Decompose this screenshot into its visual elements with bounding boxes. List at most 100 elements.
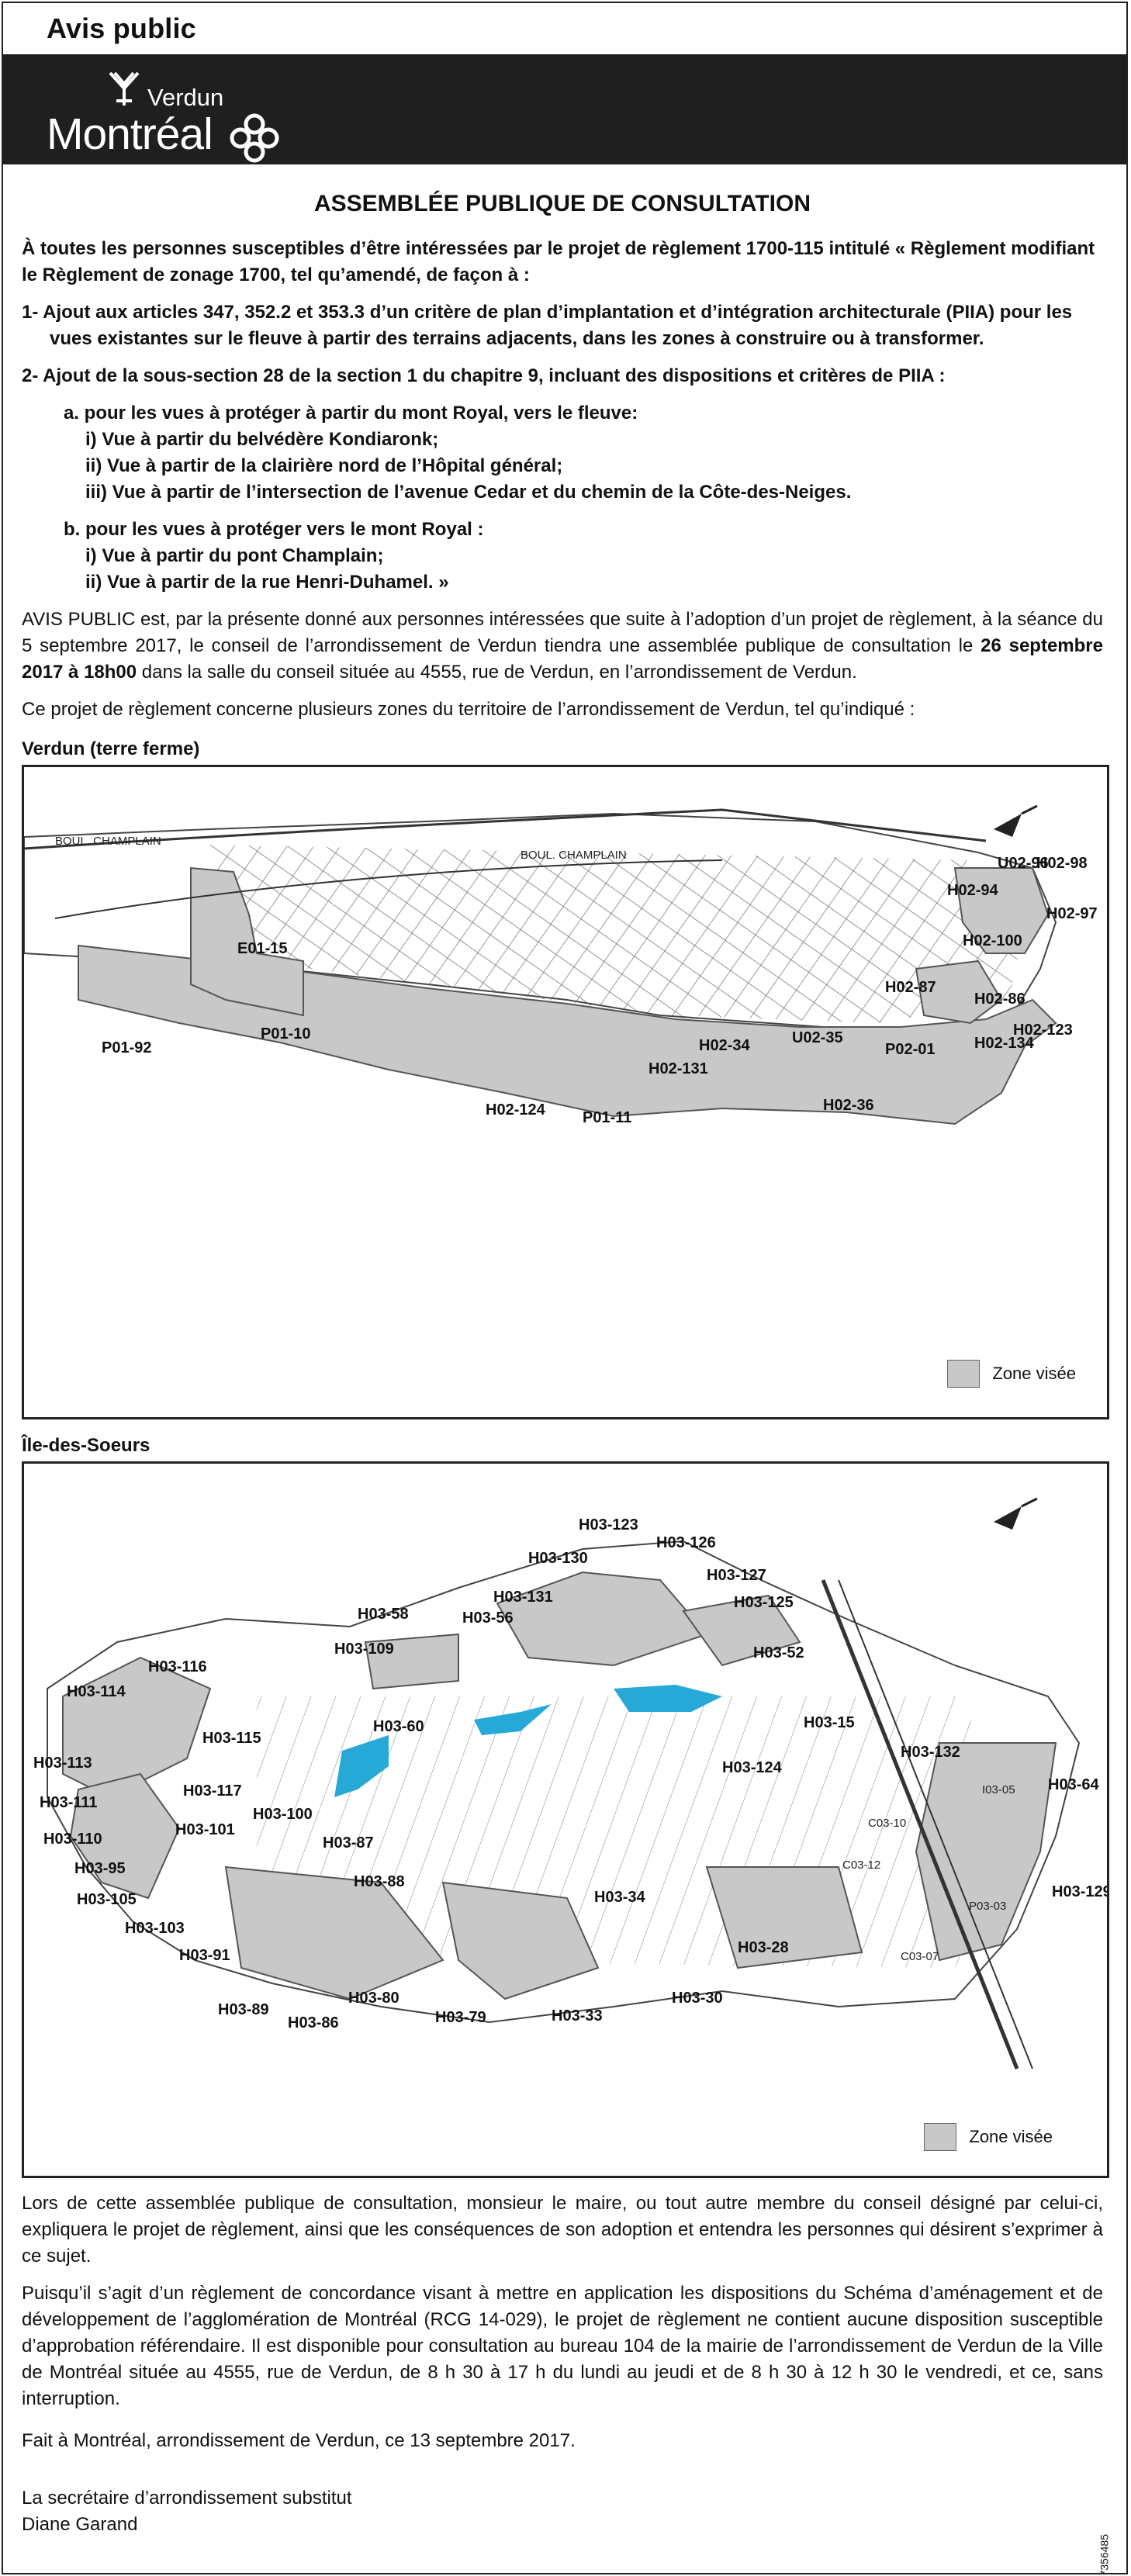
- zone-label: H03-86: [288, 2014, 339, 2031]
- map1-legend: Zone visée: [947, 1360, 1076, 1388]
- logo-borough: Verdun: [147, 84, 224, 111]
- zone-label: H03-124: [722, 1759, 783, 1776]
- zone-label: H03-105: [77, 1891, 137, 1908]
- meeting-date: 26 septembre 2017 à 18h00: [22, 635, 1103, 683]
- legend-swatch: [947, 1360, 981, 1388]
- zone-label: H03-15: [804, 1714, 855, 1731]
- zone-label: H03-33: [552, 2007, 603, 2024]
- zone-label: E01-15: [237, 940, 288, 957]
- zone-label: H03-125: [734, 1594, 794, 1611]
- zone-label: I03-05: [982, 1783, 1015, 1796]
- zone-label: H03-56: [462, 1610, 514, 1627]
- zone-label: P01-10: [261, 1025, 311, 1043]
- avis-paragraph: AVIS PUBLIC est, par la présente donné a…: [22, 607, 1103, 686]
- item-2b-ii: ii) Vue à partir de la rue Henri-Duhamel…: [85, 572, 449, 593]
- item-2a-ii: ii) Vue à partir de la clairière nord de…: [85, 455, 563, 476]
- item-2a-iii: iii) Vue à partir de l’intersection de l…: [85, 482, 852, 503]
- legend-swatch: [924, 2123, 957, 2151]
- zone-label: H02-97: [1046, 905, 1098, 922]
- zone-label: H02-131: [649, 1060, 708, 1077]
- closing-paragraph-2: Puisqu’il s’agit d’un règlement de conco…: [22, 2283, 1103, 2409]
- item-2a-i: i) Vue à partir du belvédère Kondiaronk;: [85, 429, 439, 450]
- zone-label: H02-98: [1036, 855, 1088, 872]
- zone-label: H02-124: [486, 1101, 546, 1119]
- zone-label: H03-89: [218, 2001, 269, 2018]
- zone-label: H03-87: [323, 1834, 374, 1852]
- notice-title: ASSEMBLÉE PUBLIQUE DE CONSULTATION: [313, 191, 811, 216]
- map1-title: Verdun (terre ferme): [22, 738, 200, 759]
- street-label: BOUL. CHAMPLAIN: [521, 849, 627, 862]
- signer-title: La secrétaire d’arrondissement substitut: [22, 2488, 352, 2509]
- zone-label: H03-126: [656, 1534, 716, 1551]
- closing-paragraph-1: Lors de cette assemblée publique de cons…: [22, 2193, 1103, 2267]
- zone-label: P02-01: [885, 1041, 936, 1058]
- zone-label: H03-110: [43, 1831, 102, 1848]
- legend-label: Zone visée: [992, 1364, 1076, 1383]
- zone-label: H03-130: [528, 1550, 588, 1567]
- item-2: 2- Ajout de la sous-section 28 de la sec…: [22, 365, 946, 386]
- zones-intro: Ce projet de règlement concerne plusieur…: [22, 699, 915, 720]
- notice-header: Avis public: [3, 3, 1126, 54]
- zone-label: P01-11: [583, 1109, 631, 1126]
- zone-label: H03-101: [175, 1821, 235, 1838]
- avis-text-2: dans la salle du conseil située au 4555,…: [141, 662, 857, 683]
- map-verdun: BOUL. CHAMPLAIN BOUL. CHAMPLAIN U02-96 H…: [22, 765, 1109, 1419]
- zone-label: H03-113: [33, 1755, 92, 1772]
- zone-label: U02-96: [998, 855, 1049, 872]
- zone-label: H03-109: [334, 1641, 394, 1658]
- montreal-rosette-icon: [230, 113, 279, 163]
- north-arrow-icon: [994, 804, 1038, 837]
- zone-label: H03-58: [358, 1606, 409, 1623]
- zone-label: H03-80: [348, 1990, 399, 2007]
- intro-paragraph: À toutes les personnes susceptibles d’êt…: [22, 238, 1095, 285]
- street-label: BOUL. CHAMPLAIN: [55, 835, 161, 848]
- zone-label: H03-127: [707, 1567, 766, 1584]
- item-1: 1- Ajout aux articles 347, 352.2 et 353.…: [22, 302, 1073, 349]
- zone-label: H03-60: [373, 1718, 424, 1735]
- zone-label: H03-100: [253, 1806, 313, 1823]
- zone-label: H03-116: [148, 1658, 207, 1675]
- map-ids-drawing: H03-123 H03-130 H03-126 H03-127 H03-131 …: [33, 1497, 1107, 2069]
- montreal-logo: Verdun Montréal: [47, 65, 295, 163]
- avis-text-1: AVIS PUBLIC est, par la présente donné a…: [22, 609, 1103, 656]
- zone-label: H03-103: [125, 1920, 185, 1937]
- zone-label: H03-64: [1048, 1776, 1099, 1793]
- zone-label: H02-100: [963, 932, 1022, 949]
- zone-label: H03-52: [753, 1644, 804, 1661]
- zone-label: H03-95: [74, 1860, 126, 1877]
- verdun-emblem-icon: [109, 71, 140, 105]
- map-verdun-drawing: BOUL. CHAMPLAIN BOUL. CHAMPLAIN U02-96 H…: [24, 804, 1098, 1126]
- north-arrow-icon: [994, 1497, 1038, 1530]
- zone-label: H03-114: [67, 1683, 126, 1700]
- map2-legend: Zone visée: [924, 2123, 1053, 2151]
- zone-label: H03-117: [183, 1782, 242, 1800]
- zone-label: H02-123: [1013, 1022, 1073, 1039]
- logo-banner: Verdun Montréal: [3, 54, 1126, 164]
- zone-label: H02-87: [885, 979, 936, 996]
- item-2b-i: i) Vue à partir du pont Champlain;: [85, 545, 384, 566]
- zone-label: H02-134: [974, 1035, 1035, 1052]
- zone-label: H03-129: [1052, 1883, 1107, 1900]
- done-at: Fait à Montréal, arrondissement de Verdu…: [22, 2430, 576, 2451]
- zone-label: H03-79: [435, 2009, 486, 2026]
- header-title: Avis public: [47, 12, 196, 44]
- zone-label: H03-30: [672, 1990, 723, 2007]
- zone-label: H03-131: [493, 1589, 553, 1606]
- zone-label: H03-111: [40, 1794, 98, 1811]
- zone-label: C03-07: [901, 1950, 939, 1963]
- zone-label: H02-34: [699, 1037, 750, 1054]
- item-2b: b. pour les vues à protéger vers le mont…: [64, 519, 484, 540]
- zone-label: H03-88: [354, 1873, 405, 1890]
- map2-title: Île-des-Soeurs: [22, 1435, 150, 1456]
- zone-label: H02-36: [823, 1097, 874, 1114]
- zone-label: C03-10: [868, 1817, 906, 1830]
- zone-label: H03-115: [202, 1730, 261, 1747]
- zone-label: C03-12: [842, 1859, 880, 1872]
- notice-body: ASSEMBLÉE PUBLIQUE DE CONSULTATION À tou…: [3, 164, 1126, 2538]
- logo-city: Montréal: [47, 109, 213, 159]
- signer-name: Diane Garand: [22, 2514, 138, 2535]
- zone-label: H03-123: [579, 1516, 638, 1533]
- map-ile-des-soeurs: H03-123 H03-130 H03-126 H03-127 H03-131 …: [22, 1461, 1109, 2178]
- zone-label: H03-132: [901, 1744, 960, 1761]
